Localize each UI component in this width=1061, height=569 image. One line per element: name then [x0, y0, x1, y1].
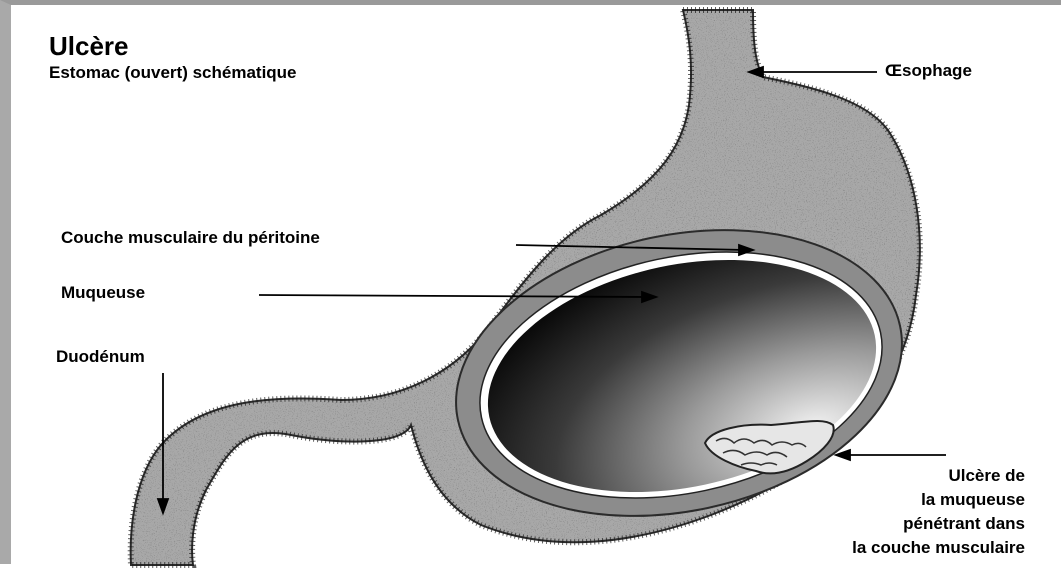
diagram-subtitle: Estomac (ouvert) schématique: [49, 63, 297, 83]
label-muqueuse: Muqueuse: [61, 283, 145, 303]
label-ulcere: Ulcère de la muqueuse pénétrant dans la …: [852, 464, 1025, 560]
label-oesophage: Œsophage: [885, 61, 972, 81]
label-ulcere-line: la couche musculaire: [852, 536, 1025, 560]
label-ulcere-line: Ulcère de: [852, 464, 1025, 488]
label-couche-musculaire: Couche musculaire du péritoine: [61, 228, 320, 248]
label-ulcere-line: pénétrant dans: [852, 512, 1025, 536]
label-ulcere-line: la muqueuse: [852, 488, 1025, 512]
diagram-title: Ulcère: [49, 31, 129, 61]
label-duodenum: Duodénum: [56, 347, 145, 367]
